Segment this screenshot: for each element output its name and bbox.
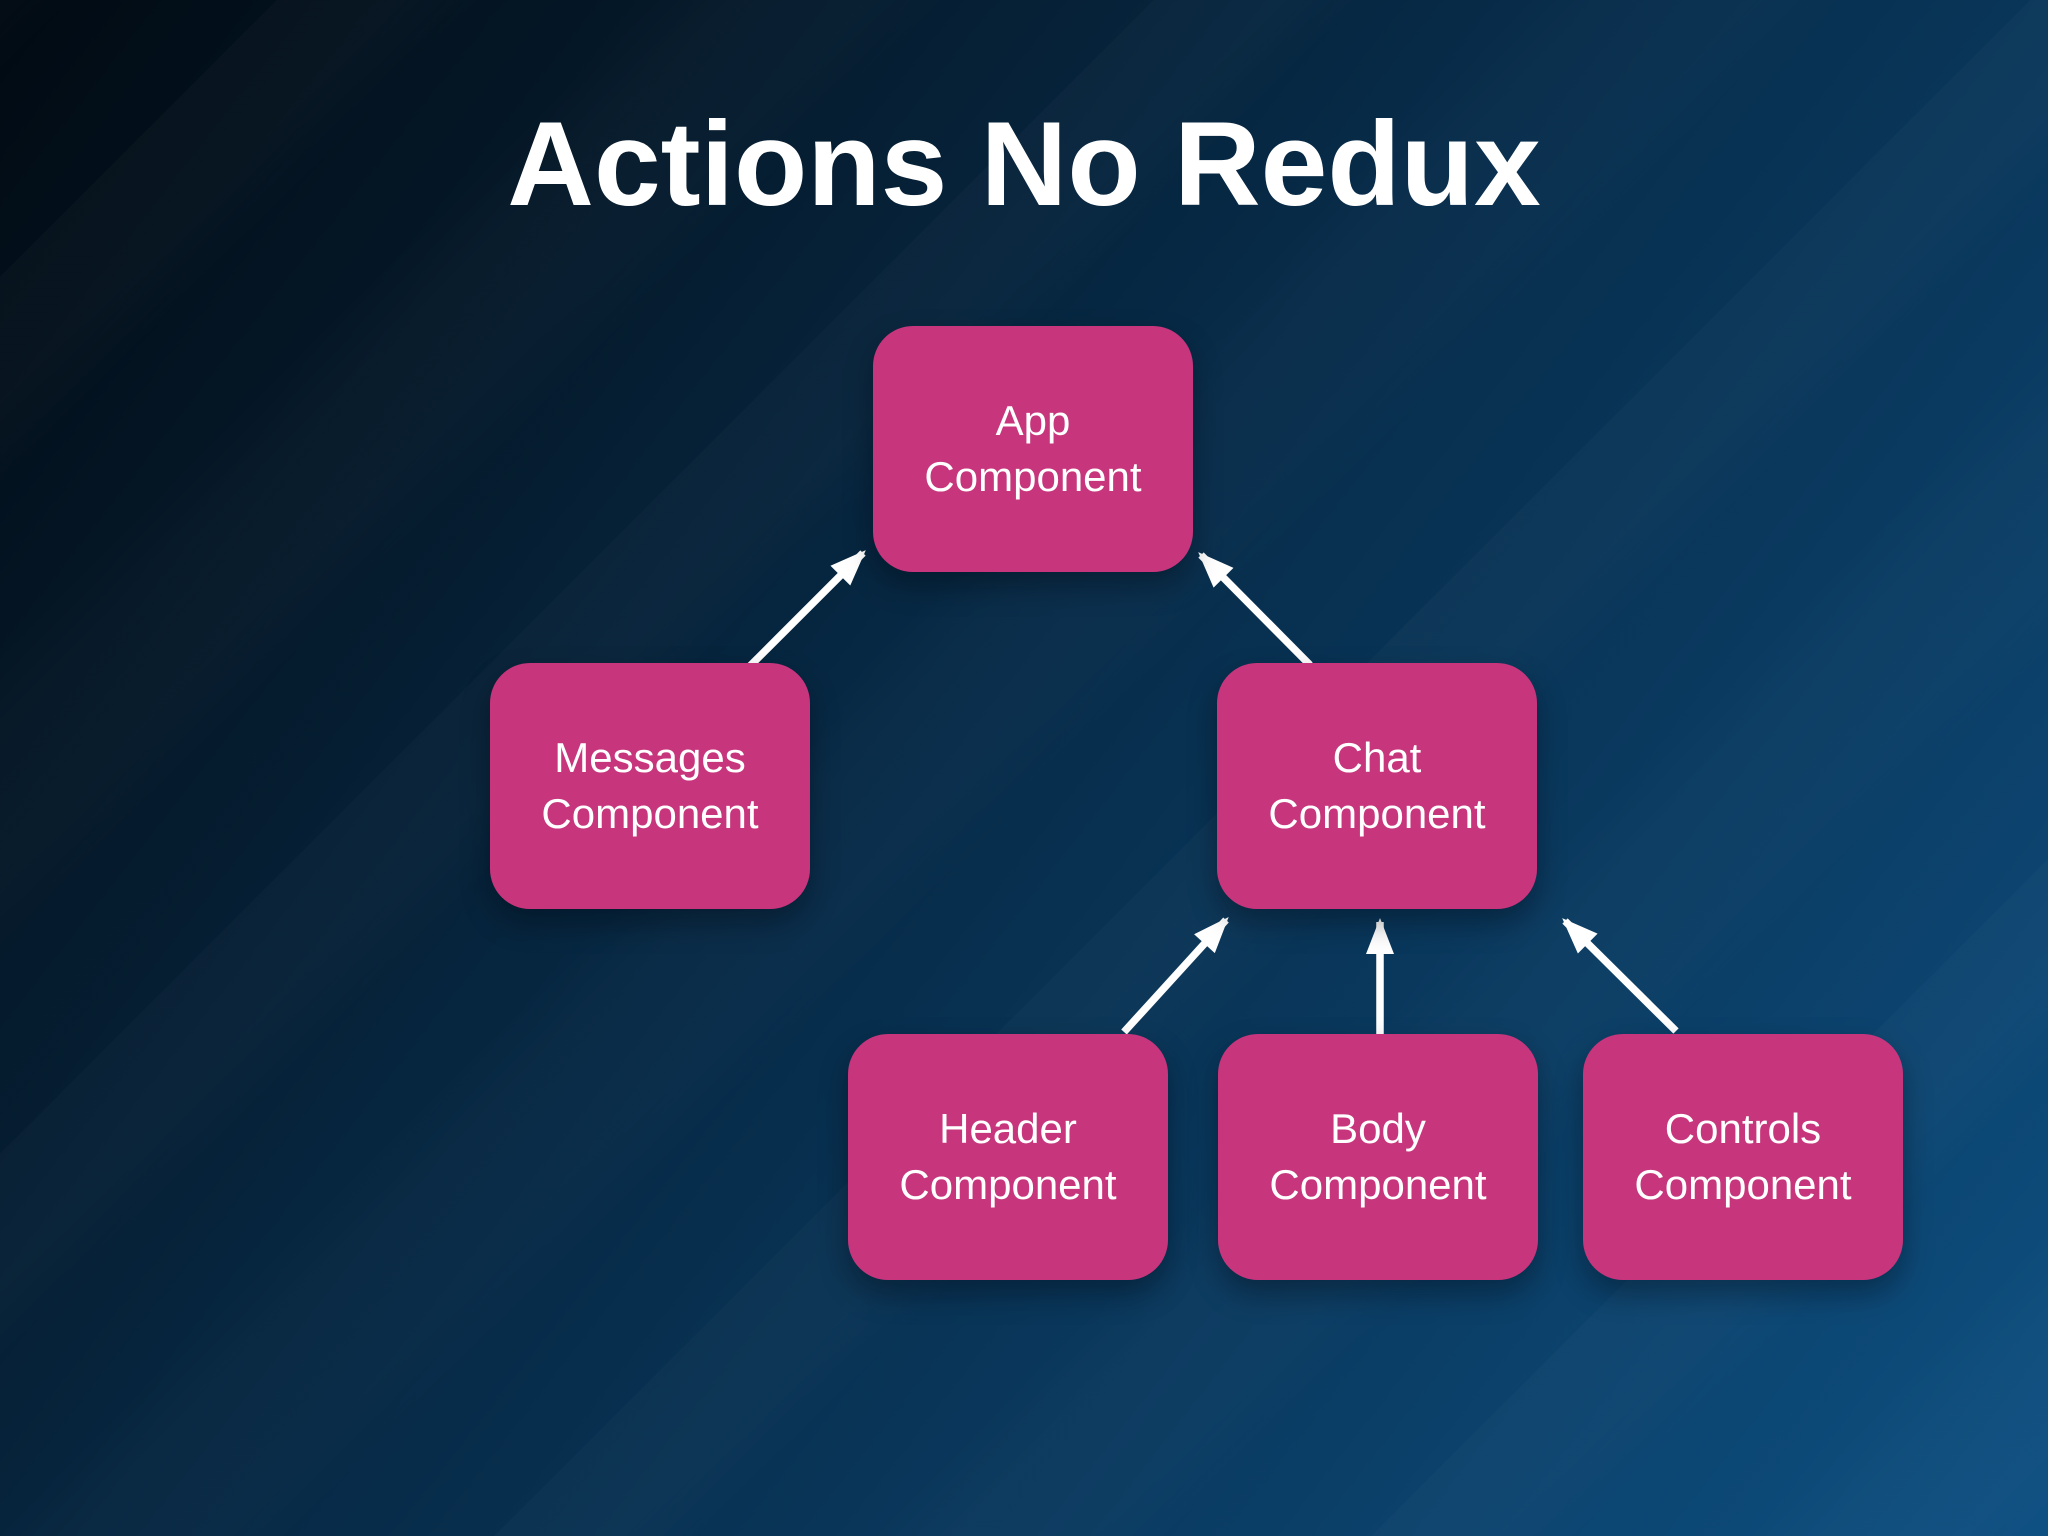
node-messages-component: Messages Component <box>490 663 810 909</box>
node-controls-component: Controls Component <box>1583 1034 1903 1280</box>
node-label: Messages Component <box>541 734 759 837</box>
node-label: Header Component <box>899 1105 1117 1208</box>
node-label: App Component <box>924 397 1142 500</box>
slide-title: Actions No Redux <box>507 97 1541 231</box>
node-chat-component: Chat Component <box>1217 663 1537 909</box>
node-label: Chat Component <box>1268 734 1486 837</box>
arrow-header-to-chat <box>1121 917 1229 1035</box>
node-label: Controls Component <box>1634 1105 1852 1208</box>
arrow-controls-to-chat <box>1562 918 1679 1034</box>
node-body-component: Body Component <box>1218 1034 1538 1280</box>
node-app-component: App Component <box>873 326 1193 572</box>
arrow-messages-to-app <box>747 550 866 669</box>
node-label: Body Component <box>1269 1105 1487 1208</box>
arrow-chat-to-app <box>1198 552 1313 668</box>
node-header-component: Header Component <box>848 1034 1168 1280</box>
